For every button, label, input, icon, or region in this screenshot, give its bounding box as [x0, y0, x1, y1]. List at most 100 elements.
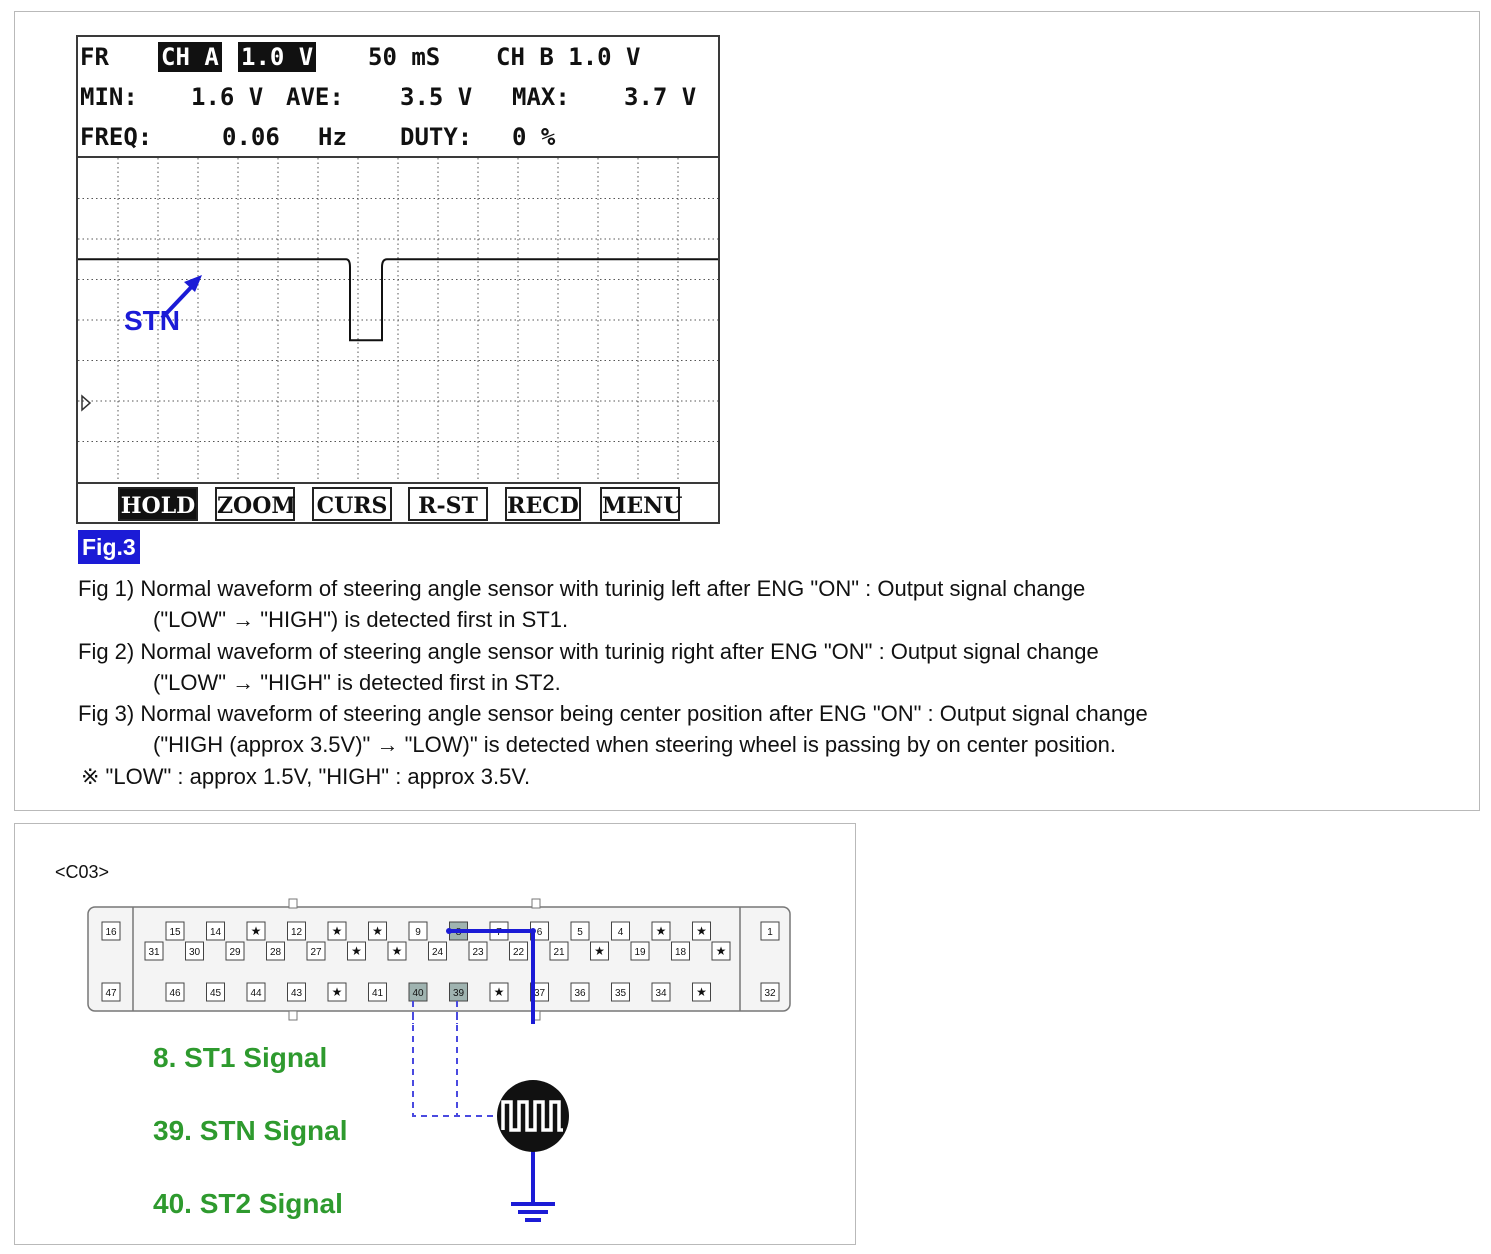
pin-box [570, 921, 590, 941]
pin-box [368, 982, 387, 1002]
connector-pin: ★ [590, 941, 609, 961]
pin-number: 9 [415, 927, 421, 938]
connector-pin: 46 [165, 982, 185, 1002]
pin-box [549, 941, 569, 961]
connector-pin: 36 [570, 982, 590, 1002]
pin-number: 29 [229, 947, 241, 958]
figure-label: Fig.3 [78, 530, 140, 564]
pin-box [368, 921, 387, 941]
pin-box [101, 982, 121, 1002]
connector-pin: 35 [611, 982, 630, 1002]
menu-button[interactable]: MENU [600, 487, 682, 521]
time-base: 50 mS [368, 43, 441, 71]
zoom-button[interactable]: ZOOM [215, 487, 296, 521]
pin-box [671, 941, 690, 961]
pin-number: ★ [332, 924, 343, 938]
pin-box [101, 921, 121, 941]
min-label: MIN: [80, 83, 138, 111]
pin-box [760, 982, 780, 1002]
pin-box [590, 941, 609, 961]
channel-a-label: CH A [158, 42, 222, 72]
pin-number: 24 [432, 947, 444, 958]
note-line-3: Fig 2) Normal waveform of steering angle… [78, 639, 1099, 664]
connector-pin: 27 [306, 941, 326, 961]
pin-number: 6 [537, 927, 543, 938]
pin-box [347, 941, 366, 961]
pin-box [449, 982, 468, 1002]
connector-pin: 4 [611, 921, 630, 941]
scope-header-row-1: FR CH A 1.0 V 50 mS CH B 1.0 V [78, 37, 641, 77]
pin-number: 39 [453, 988, 465, 999]
recd-button[interactable]: RECD [505, 487, 581, 521]
connector-pin: 30 [185, 941, 204, 961]
pin-number: 46 [169, 988, 181, 999]
pin-number: 32 [764, 988, 776, 999]
hold-button[interactable]: HOLD [118, 487, 198, 521]
connector-pin: 19 [630, 941, 650, 961]
pin-number: 40 [412, 988, 424, 999]
pin-box [206, 982, 225, 1002]
pin-number: ★ [594, 944, 605, 958]
pin-number: 5 [577, 927, 583, 938]
duty-label: DUTY: [400, 123, 473, 151]
ave-label: AVE: [286, 83, 344, 111]
pin-box [570, 982, 590, 1002]
pin-number: ★ [332, 985, 343, 999]
graticule-lines [78, 158, 718, 482]
pin-box [692, 921, 711, 941]
pin-number: ★ [372, 924, 383, 938]
pin-number: 19 [634, 947, 646, 958]
connector-pin: 39 [449, 982, 468, 1002]
st1-signal-label: 8. ST1 Signal [153, 1042, 328, 1073]
st2-dashed-wire [412, 1014, 495, 1117]
pin-box [165, 921, 185, 941]
stn-signal-label: 39. STN Signal [153, 1115, 348, 1146]
oscilloscope-screen: FR CH A 1.0 V 50 mS CH B 1.0 V MIN: 1.6 … [76, 35, 720, 524]
connector-pin: ★ [246, 921, 266, 941]
pin-box [185, 941, 204, 961]
pin-box [711, 941, 731, 961]
connector-pin: ★ [327, 921, 347, 941]
scope-header-row-3: FREQ: 0.06 Hz DUTY: 0 % [78, 117, 555, 157]
connector-pin: ★ [489, 982, 509, 1002]
pulse-waveform-icon [501, 1100, 563, 1132]
pin-box [246, 921, 266, 941]
curs-button[interactable]: CURS [312, 487, 392, 521]
pin-box [692, 982, 711, 1002]
housing-key-bottom-left [288, 1010, 298, 1021]
freq-value: 0.06 [222, 123, 280, 151]
pin-box [225, 941, 245, 961]
pin-box [306, 941, 326, 961]
scope-footer-divider [78, 482, 718, 484]
pin-number: 23 [472, 947, 484, 958]
duty-value: 0 % [512, 123, 556, 151]
st2-signal-label: 40. ST2 Signal [153, 1188, 343, 1219]
pin-box [651, 921, 671, 941]
max-label: MAX: [512, 83, 570, 111]
pin-box [144, 941, 164, 961]
arrow-head-icon [184, 275, 202, 292]
connector-pin: 16 [101, 921, 121, 941]
connector-pin: 32 [760, 982, 780, 1002]
rst-button[interactable]: R-ST [408, 487, 488, 521]
pin-number: 14 [210, 927, 222, 938]
pin-number: 28 [270, 947, 282, 958]
pin-number: 18 [675, 947, 687, 958]
housing-key-top-right [531, 898, 541, 909]
connector-pin: 12 [287, 921, 306, 941]
pin-number: 47 [105, 988, 117, 999]
note-line-1: Fig 1) Normal waveform of steering angle… [78, 576, 1086, 601]
freq-label: FREQ: [80, 123, 153, 151]
connector-pin: 23 [468, 941, 488, 961]
connector-pin: 14 [206, 921, 225, 941]
pin-number: 34 [655, 988, 667, 999]
connector-pin: 40 [408, 982, 428, 1002]
scope-header-divider [78, 156, 718, 158]
pin-box [165, 982, 185, 1002]
connector-pin: 24 [428, 941, 447, 961]
pin-number: 15 [169, 927, 181, 938]
pin-number: 30 [189, 947, 201, 958]
waveform-trace [78, 258, 718, 342]
pin-number: 35 [615, 988, 627, 999]
connector-pin: 43 [287, 982, 306, 1002]
